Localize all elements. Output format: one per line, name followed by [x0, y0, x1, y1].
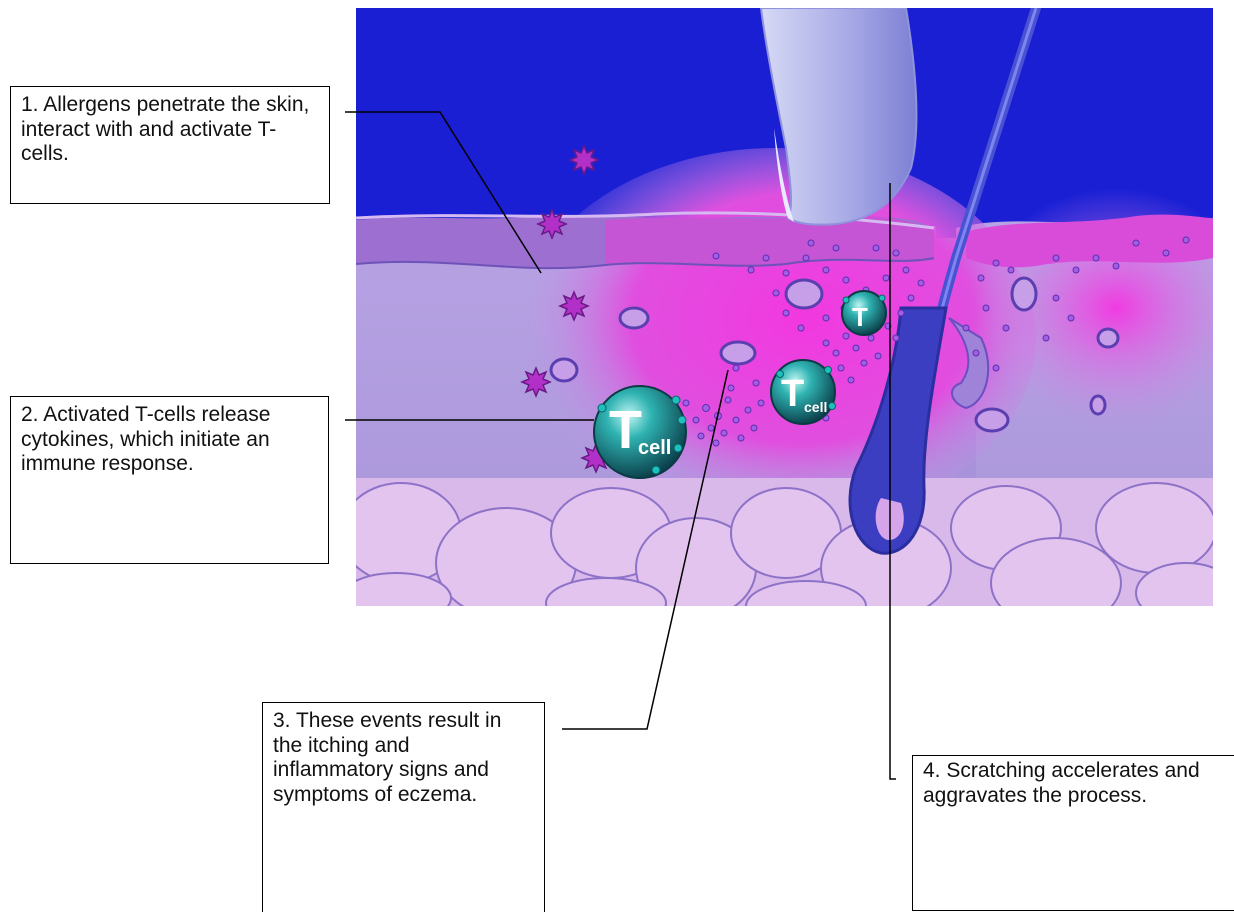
skin-cross-section-illustration: T cell T cell T [356, 8, 1213, 606]
callout-allergens: 1. Allergens penetrate the skin, interac… [10, 86, 330, 204]
t-cell-large: T cell [594, 386, 686, 478]
callout-t-cells: 2. Activated T-cells release cytokines, … [10, 396, 329, 564]
fat-cell-layer [356, 478, 1213, 606]
svg-text:cell: cell [638, 437, 671, 459]
callout-scratching: 4. Scratching accelerates and aggravates… [912, 755, 1234, 911]
t-cell-small: T [842, 291, 886, 335]
t-cell-medium: T cell [771, 360, 836, 424]
callout-symptoms: 3. These events result in the itching an… [262, 702, 545, 912]
svg-text:T: T [852, 302, 868, 332]
svg-text:cell: cell [804, 399, 827, 415]
svg-text:T: T [781, 373, 804, 415]
inflammation-zone [516, 148, 1036, 528]
